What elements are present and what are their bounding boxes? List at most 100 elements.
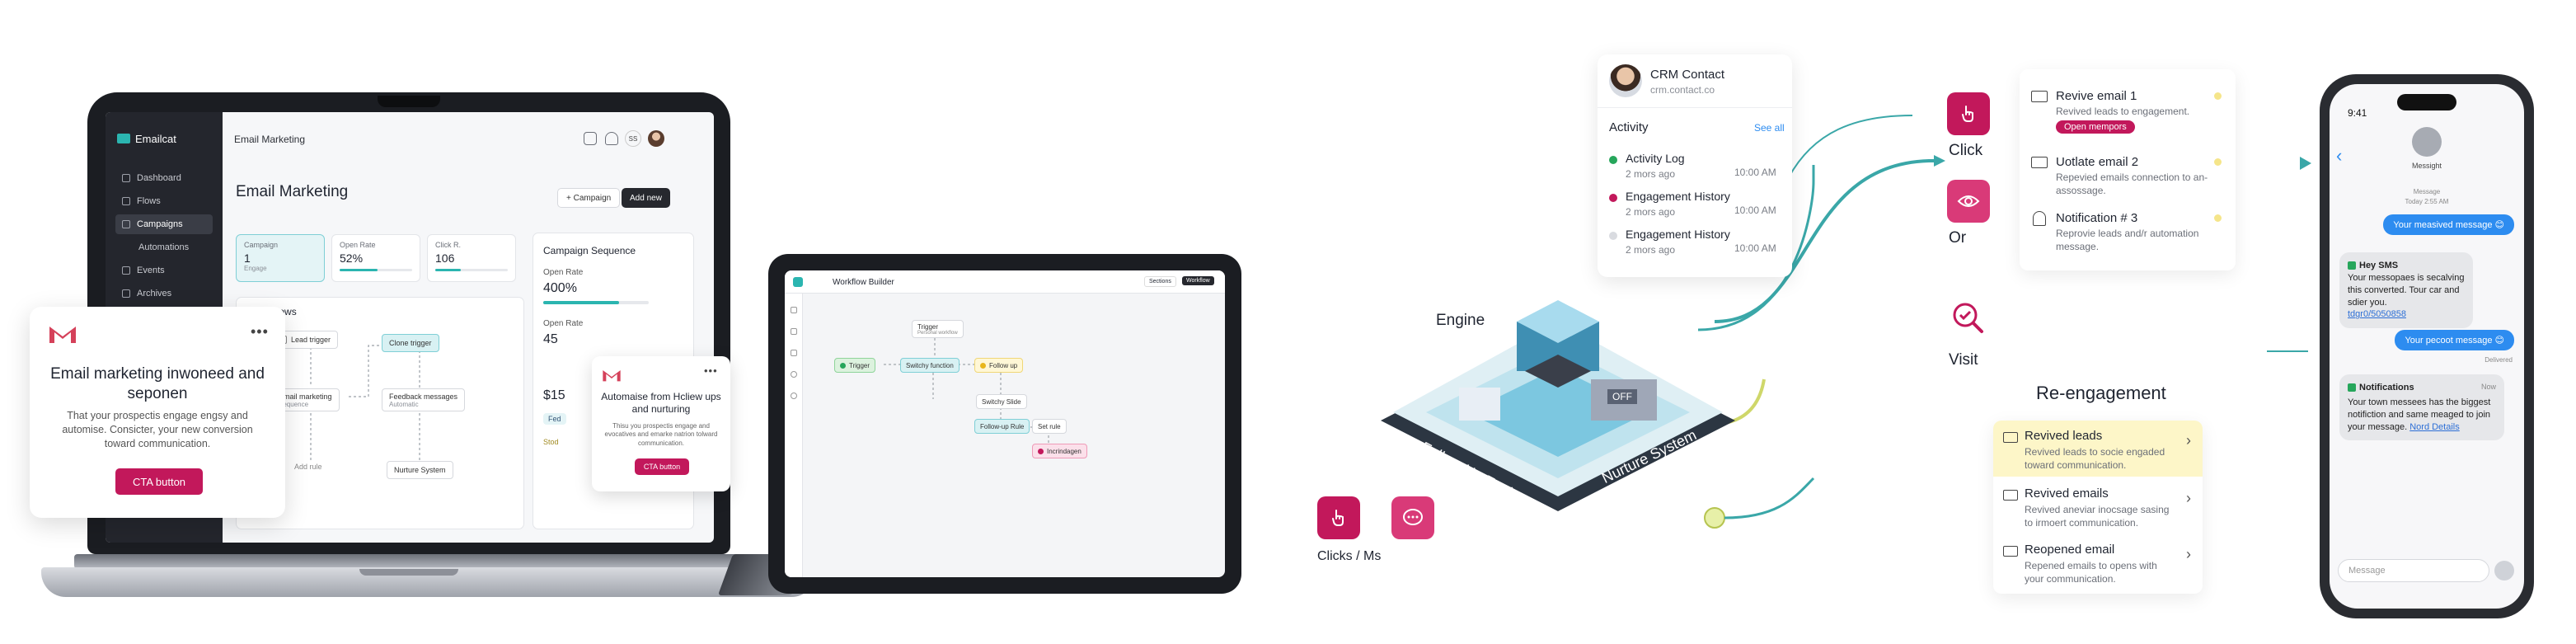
- phone-arrows: [2267, 157, 2311, 352]
- status-dot: [1609, 232, 1617, 240]
- hand-pointer-icon: [1962, 106, 1973, 122]
- wf-node-delay[interactable]: Switchy Slide: [976, 394, 1027, 409]
- card-menu-icon[interactable]: •••: [251, 323, 269, 340]
- add-rule-link[interactable]: Add rule: [294, 463, 322, 471]
- bell-icon[interactable]: [605, 132, 618, 145]
- sidebar-item-archives[interactable]: Archives: [115, 284, 213, 303]
- contact-name: Messight: [2411, 162, 2442, 170]
- incoming-sms[interactable]: Hey SMS Your messopaes is secalving this…: [2339, 252, 2473, 329]
- status-dot: [1609, 194, 1617, 202]
- notification-item[interactable]: Revive email 1 Revived leads to engageme…: [2031, 89, 2226, 139]
- visit-label: Visit: [1949, 351, 1978, 369]
- chevron-right-icon: ›: [2186, 490, 2191, 506]
- mail-icon: [2031, 91, 2048, 102]
- sequence-title: Campaign Sequence: [543, 245, 636, 256]
- sidebar-item-campaigns[interactable]: Campaigns: [115, 214, 213, 234]
- message-input[interactable]: Message: [2338, 559, 2489, 582]
- mail-icon: [2003, 546, 2018, 557]
- click-action-button[interactable]: [1317, 496, 1360, 539]
- flow-node-clone-trigger[interactable]: Clone trigger: [382, 334, 439, 352]
- details-link[interactable]: Nord Details: [2409, 421, 2460, 432]
- page-title: Email Marketing: [236, 183, 349, 200]
- gmail-logo-icon: [602, 368, 622, 387]
- reengagement-item[interactable]: Revived leads Revived leads to socie eng…: [1993, 421, 2203, 477]
- add-new-button[interactable]: Add new: [622, 188, 670, 208]
- stat-card-campaign[interactable]: Campaign 1 Engage: [236, 234, 325, 282]
- wf-node-trigger[interactable]: Trigger: [834, 358, 876, 373]
- click-tracking-button[interactable]: [1947, 92, 1990, 135]
- stat-card-open-rate[interactable]: Open Rate 52%: [331, 234, 420, 282]
- status-dot: [1609, 156, 1617, 164]
- sidebar-item-dashboard[interactable]: Dashboard: [115, 168, 213, 188]
- tool-icon[interactable]: [791, 371, 797, 378]
- app-name: Emailcat: [135, 132, 176, 145]
- activity-row[interactable]: Activity Log 2 mors ago 10:00 AM: [1606, 152, 1784, 185]
- user-initials[interactable]: SS: [625, 130, 641, 147]
- wf-node-switch[interactable]: Switchy function: [900, 358, 960, 373]
- sidebar-item-events[interactable]: Events: [115, 261, 213, 280]
- mail-icon: [2003, 490, 2018, 501]
- notification-item[interactable]: Notification # 3 Reprovie leads and/r au…: [2031, 211, 2226, 257]
- tool-icon[interactable]: [791, 350, 797, 356]
- card-body: That your prospectis engage engsy and au…: [62, 410, 253, 449]
- workflow-button[interactable]: Workflow: [1182, 276, 1214, 285]
- wf-node-pink[interactable]: Incrindagen: [1032, 444, 1087, 458]
- message-action-button[interactable]: [1391, 496, 1434, 539]
- add-campaign-button[interactable]: + Campaign: [557, 188, 621, 208]
- cta-button[interactable]: CTA button: [115, 468, 203, 495]
- notification-item[interactable]: Uotlate email 2 Repevied emails connecti…: [2031, 155, 2226, 201]
- mail-icon: [117, 134, 130, 143]
- sms-icon: [2348, 261, 2356, 270]
- share-icon[interactable]: [584, 132, 597, 145]
- app-logo[interactable]: Emailcat: [117, 130, 214, 147]
- reengagement-item[interactable]: Reopened email Repened emails to opens w…: [1993, 534, 2203, 590]
- crm-contact-card: CRM Contact crm.contact.co Activity See …: [1598, 54, 1792, 277]
- engine-isometric-illustration: [1381, 300, 1735, 511]
- sequence-bar: [543, 301, 649, 304]
- bell-icon: [2033, 211, 2046, 226]
- sidebar-item-flows[interactable]: Flows: [115, 191, 213, 211]
- tool-icon[interactable]: [791, 393, 797, 399]
- avatar[interactable]: [648, 130, 664, 147]
- sections-button[interactable]: Sections: [1144, 276, 1176, 287]
- wf-node-follow-up[interactable]: Follow up: [974, 358, 1024, 373]
- tool-icon[interactable]: [791, 307, 797, 313]
- chevron-right-icon: ›: [2186, 432, 2191, 449]
- stat-card-click-rate[interactable]: Click R. 106: [427, 234, 516, 282]
- contact-avatar[interactable]: [1609, 64, 1642, 97]
- unread-dot: [2214, 92, 2222, 100]
- mail-icon: [2031, 157, 2048, 168]
- reengagement-item[interactable]: Revived emails Revived aneviar inocsage …: [1993, 478, 2203, 534]
- see-all-link[interactable]: See all: [1754, 122, 1785, 134]
- events-icon: [122, 266, 130, 275]
- open-rate-bar: [340, 269, 412, 271]
- outgoing-message[interactable]: Your measived message 😊: [2383, 214, 2514, 235]
- back-chevron-icon[interactable]: ‹: [2336, 145, 2343, 166]
- sequence-chip[interactable]: Fed: [543, 413, 566, 425]
- card-menu-icon[interactable]: •••: [704, 364, 718, 377]
- activity-row[interactable]: Engagement History 2 mors ago 10:00 AM: [1606, 228, 1784, 261]
- wf-node-follow-up-rule[interactable]: Follow-up Rule: [974, 419, 1030, 434]
- eye-icon: [1957, 195, 1980, 207]
- sidebar-item-automations[interactable]: Automations: [138, 242, 190, 252]
- email-marketing-card: ••• Email marketing inwoneed and seponen…: [30, 307, 285, 518]
- hand-pointer-icon: [1332, 510, 1344, 526]
- wf-node-set-rule[interactable]: Set rule: [1032, 419, 1067, 434]
- flow-node-nurture[interactable]: Nurture System: [387, 461, 453, 479]
- open-tracking-button[interactable]: [1947, 180, 1990, 223]
- open-label: Or: [1949, 229, 1967, 247]
- outgoing-message[interactable]: Your pecoot message 😊: [2395, 330, 2514, 350]
- cta-button[interactable]: CTA button: [635, 458, 689, 475]
- activity-row[interactable]: Engagement History 2 mors ago 10:00 AM: [1606, 190, 1784, 223]
- click-label: Click: [1949, 142, 1983, 159]
- tool-icon[interactable]: [791, 328, 797, 335]
- contact-avatar[interactable]: [2412, 127, 2442, 157]
- sms-link[interactable]: tdgr0/5050858: [2348, 309, 2406, 320]
- archives-icon: [122, 289, 130, 298]
- send-button[interactable]: [2494, 561, 2514, 581]
- open-reminders-pill[interactable]: Open mempors: [2056, 120, 2135, 134]
- visit-search-icon[interactable]: [1950, 300, 1987, 336]
